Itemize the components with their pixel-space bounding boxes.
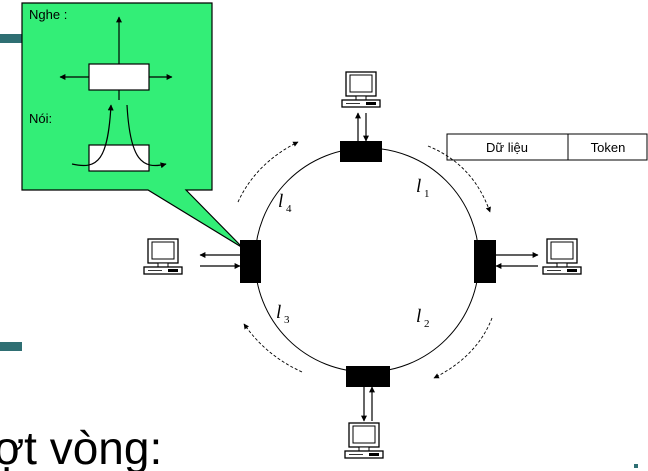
link-label-4: l 4 xyxy=(278,191,292,215)
frame-structure: Dữ liệu Token xyxy=(446,133,648,161)
frame-token-label: Token xyxy=(591,140,626,155)
listen-interface-box xyxy=(88,63,150,91)
ring-interface-right xyxy=(474,240,496,283)
svg-text:1: 1 xyxy=(424,188,430,200)
signal-callout: Nghe : Nói: xyxy=(21,2,244,249)
slide-title-fragment: ợt vòng: xyxy=(0,422,162,471)
talk-signal-in xyxy=(71,104,114,167)
svg-text:2: 2 xyxy=(424,318,430,330)
computer-icon-bottom xyxy=(344,422,384,459)
ring-interface-left xyxy=(240,240,261,283)
talk-label: Nói: xyxy=(29,111,52,126)
computer-icon-right xyxy=(542,238,582,275)
svg-text:l: l xyxy=(276,302,281,323)
ring-interface-bottom xyxy=(346,366,390,387)
svg-text:4: 4 xyxy=(286,203,292,215)
station-links xyxy=(199,112,539,422)
svg-text:l: l xyxy=(278,191,283,212)
ring-cable xyxy=(254,147,480,373)
svg-text:l: l xyxy=(416,176,421,197)
svg-text:3: 3 xyxy=(284,314,290,326)
listen-label: Nghe : xyxy=(29,7,67,22)
link-label-3: l 3 xyxy=(276,302,290,326)
svg-text:l: l xyxy=(416,306,421,327)
computer-icon-left xyxy=(143,238,183,275)
link-label-1: l 1 xyxy=(416,176,430,200)
ring-interface-top xyxy=(340,141,382,162)
slide-corner-mark xyxy=(634,464,638,468)
direction-arrow-icons xyxy=(237,141,493,379)
link-label-2: l 2 xyxy=(416,306,430,330)
talk-signal-out xyxy=(126,104,167,169)
slide-bullet-bar-top xyxy=(0,34,22,43)
talk-interface-box xyxy=(88,144,150,172)
slide-bullet-bar-bottom xyxy=(0,342,22,351)
frame-data-label: Dữ liệu xyxy=(486,140,528,155)
computer-icon-top xyxy=(341,71,381,108)
